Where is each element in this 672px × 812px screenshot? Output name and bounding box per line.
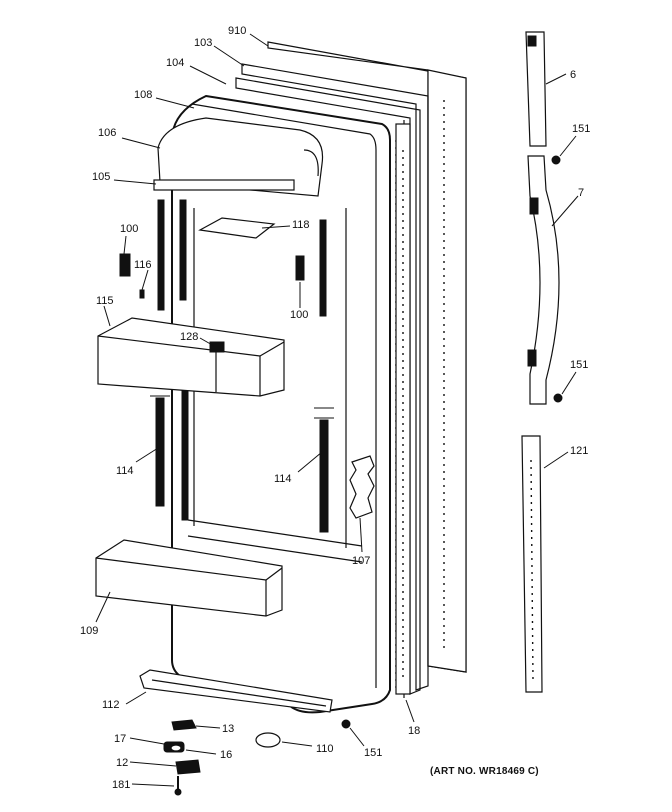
callout-151-top: 151 bbox=[572, 123, 590, 135]
screw-bottom bbox=[341, 719, 351, 729]
leader-lines bbox=[95, 33, 579, 787]
upper-door-bin bbox=[97, 317, 285, 397]
callout-12: 12 bbox=[116, 757, 128, 769]
callout-100-left: 100 bbox=[120, 223, 138, 235]
dairy-compartment-door bbox=[153, 117, 324, 197]
callout-107: 107 bbox=[352, 555, 370, 567]
callout-151-bottom: 151 bbox=[364, 747, 382, 759]
door-cam bbox=[349, 455, 375, 519]
lower-door-bin bbox=[95, 539, 283, 617]
callout-128: 128 bbox=[180, 331, 198, 343]
callout-151-middle: 151 bbox=[570, 359, 588, 371]
bottom-trim bbox=[139, 669, 333, 713]
callout-100-right: 100 bbox=[290, 309, 308, 321]
screw-lower bbox=[553, 393, 563, 403]
egg-tray bbox=[198, 217, 276, 239]
callout-17: 17 bbox=[114, 733, 126, 745]
callout-105: 105 bbox=[92, 171, 110, 183]
callout-114-right: 114 bbox=[274, 473, 292, 485]
callout-7: 7 bbox=[578, 187, 584, 199]
callout-112: 112 bbox=[102, 699, 120, 711]
callout-121: 121 bbox=[570, 445, 588, 457]
shelf-rails bbox=[150, 199, 334, 533]
handle-top-cap bbox=[525, 31, 547, 147]
callout-115: 115 bbox=[96, 295, 114, 307]
screw-upper bbox=[551, 155, 561, 165]
callout-16: 16 bbox=[220, 749, 232, 761]
callout-18: 18 bbox=[408, 725, 420, 737]
callout-110: 110 bbox=[316, 743, 334, 755]
callout-116: 116 bbox=[134, 259, 152, 271]
callout-118: 118 bbox=[292, 219, 310, 231]
hinge-cap bbox=[255, 732, 281, 748]
art-number: (ART NO. WR18469 C) bbox=[430, 766, 539, 777]
inner-door-liner bbox=[171, 94, 411, 714]
handle-bottom-trim bbox=[521, 435, 543, 693]
door-stop bbox=[139, 289, 145, 299]
callout-114-left: 114 bbox=[116, 465, 134, 477]
callout-103: 103 bbox=[194, 37, 212, 49]
callout-108: 108 bbox=[134, 89, 152, 101]
callout-109: 109 bbox=[80, 625, 98, 637]
callout-13: 13 bbox=[222, 723, 234, 735]
door-handle bbox=[527, 155, 560, 405]
door-clip-left bbox=[119, 253, 131, 277]
callout-6: 6 bbox=[570, 69, 576, 81]
door-clip-right bbox=[295, 255, 305, 281]
callout-910: 910 bbox=[228, 25, 246, 37]
callout-106: 106 bbox=[98, 127, 116, 139]
callout-181: 181 bbox=[112, 779, 130, 791]
callout-labels: 910 103 104 108 106 105 118 100 116 100 … bbox=[80, 25, 590, 791]
hinge-hardware bbox=[163, 719, 201, 796]
callout-104: 104 bbox=[166, 57, 184, 69]
